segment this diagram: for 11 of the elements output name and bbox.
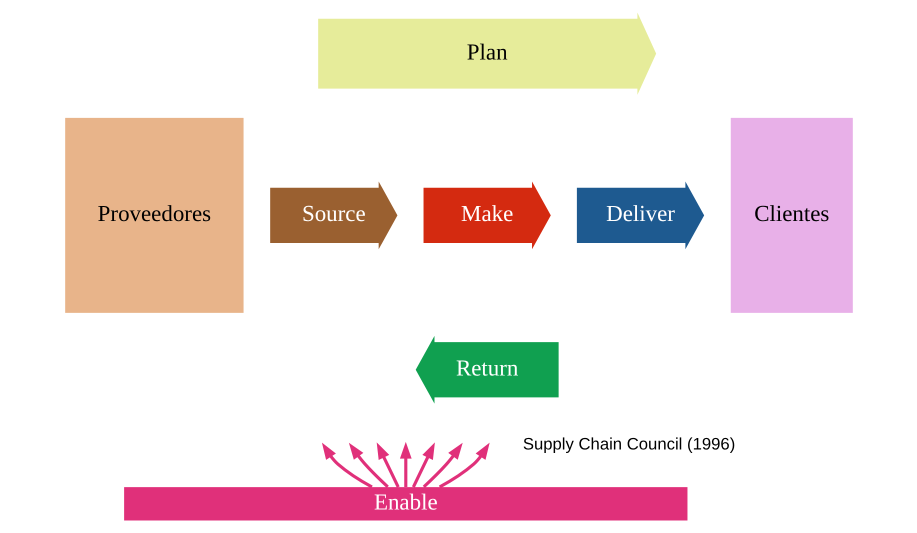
arrow [411, 442, 434, 488]
node-box: Clientes [730, 118, 852, 313]
node-box: Proveedores [64, 118, 244, 313]
arrow [422, 442, 462, 488]
arrow [376, 442, 400, 488]
arrow [321, 442, 372, 488]
arrow [399, 442, 412, 488]
label: Supply Chain Council (1996) [522, 434, 735, 454]
arrow [438, 442, 490, 488]
node-box: Enable [124, 487, 687, 521]
arrow [348, 442, 388, 488]
